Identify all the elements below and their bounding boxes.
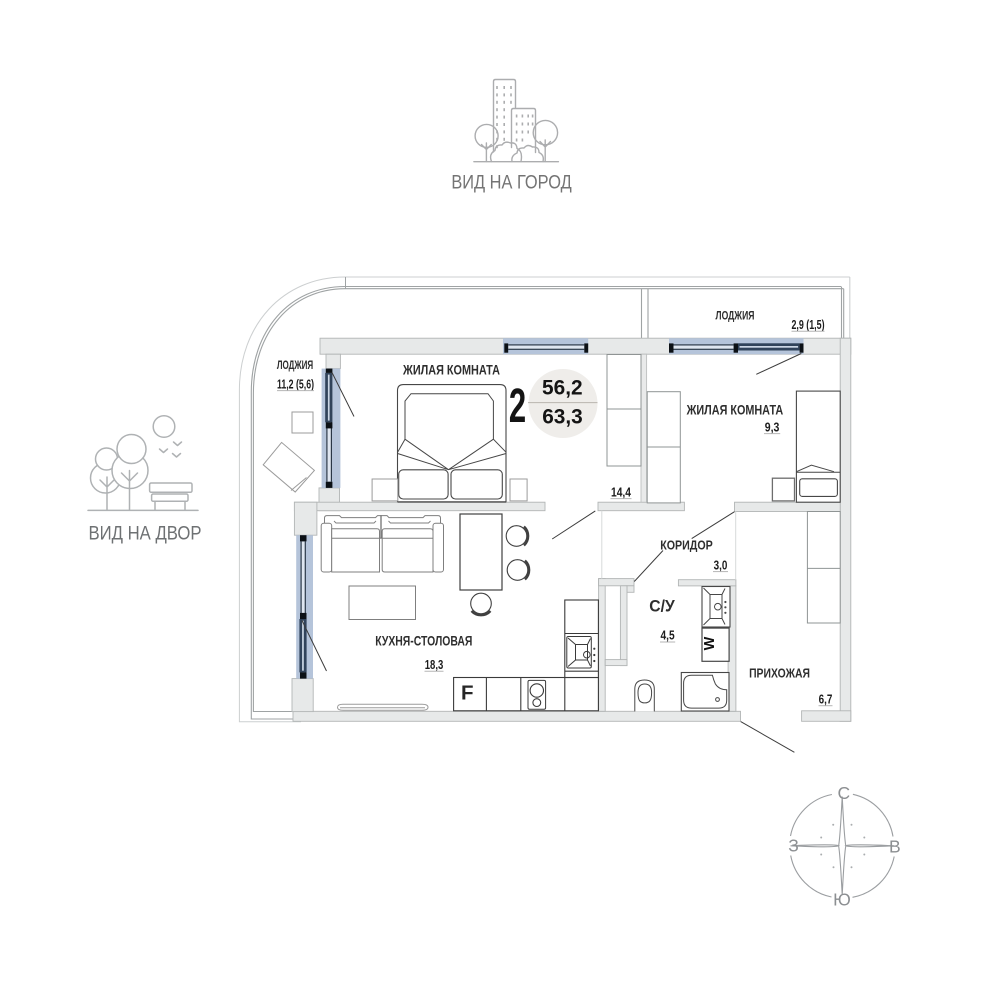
svg-text:2,9 (1,5): 2,9 (1,5) [791,319,824,333]
svg-text:6,7: 6,7 [819,693,833,706]
svg-text:В: В [889,837,901,857]
svg-text:ВИД НА ДВОР: ВИД НА ДВОР [89,522,202,543]
svg-text:2: 2 [509,378,526,433]
svg-text:ЖИЛАЯ КОМНАТА: ЖИЛАЯ КОМНАТА [686,402,783,418]
svg-text:ЖИЛАЯ КОМНАТА: ЖИЛАЯ КОМНАТА [402,362,500,378]
svg-text:С/У: С/У [649,597,675,615]
svg-text:ВИД НА ГОРОД: ВИД НА ГОРОД [451,171,571,193]
svg-text:F: F [461,682,474,705]
svg-text:4,5: 4,5 [661,630,676,643]
svg-text:ПРИХОЖАЯ: ПРИХОЖАЯ [749,666,810,680]
svg-text:З: З [788,836,799,856]
svg-text:КОРИДОР: КОРИДОР [660,537,713,552]
svg-text:11,2 (5,6): 11,2 (5,6) [277,378,314,392]
svg-text:ЛОДЖИЯ: ЛОДЖИЯ [716,309,755,323]
svg-text:18,3: 18,3 [425,659,444,673]
svg-text:КУХНЯ-СТОЛОВАЯ: КУХНЯ-СТОЛОВАЯ [375,633,472,649]
svg-text:С: С [837,783,850,803]
svg-text:9,3: 9,3 [765,420,780,434]
svg-text:Ю: Ю [833,890,851,910]
svg-text:ЛОДЖИЯ: ЛОДЖИЯ [277,360,313,373]
svg-text:56,2: 56,2 [542,376,583,399]
svg-text:3,0: 3,0 [714,559,728,572]
svg-text:14,4: 14,4 [611,486,632,499]
svg-text:63,3: 63,3 [542,405,583,428]
svg-text:W: W [702,636,718,650]
